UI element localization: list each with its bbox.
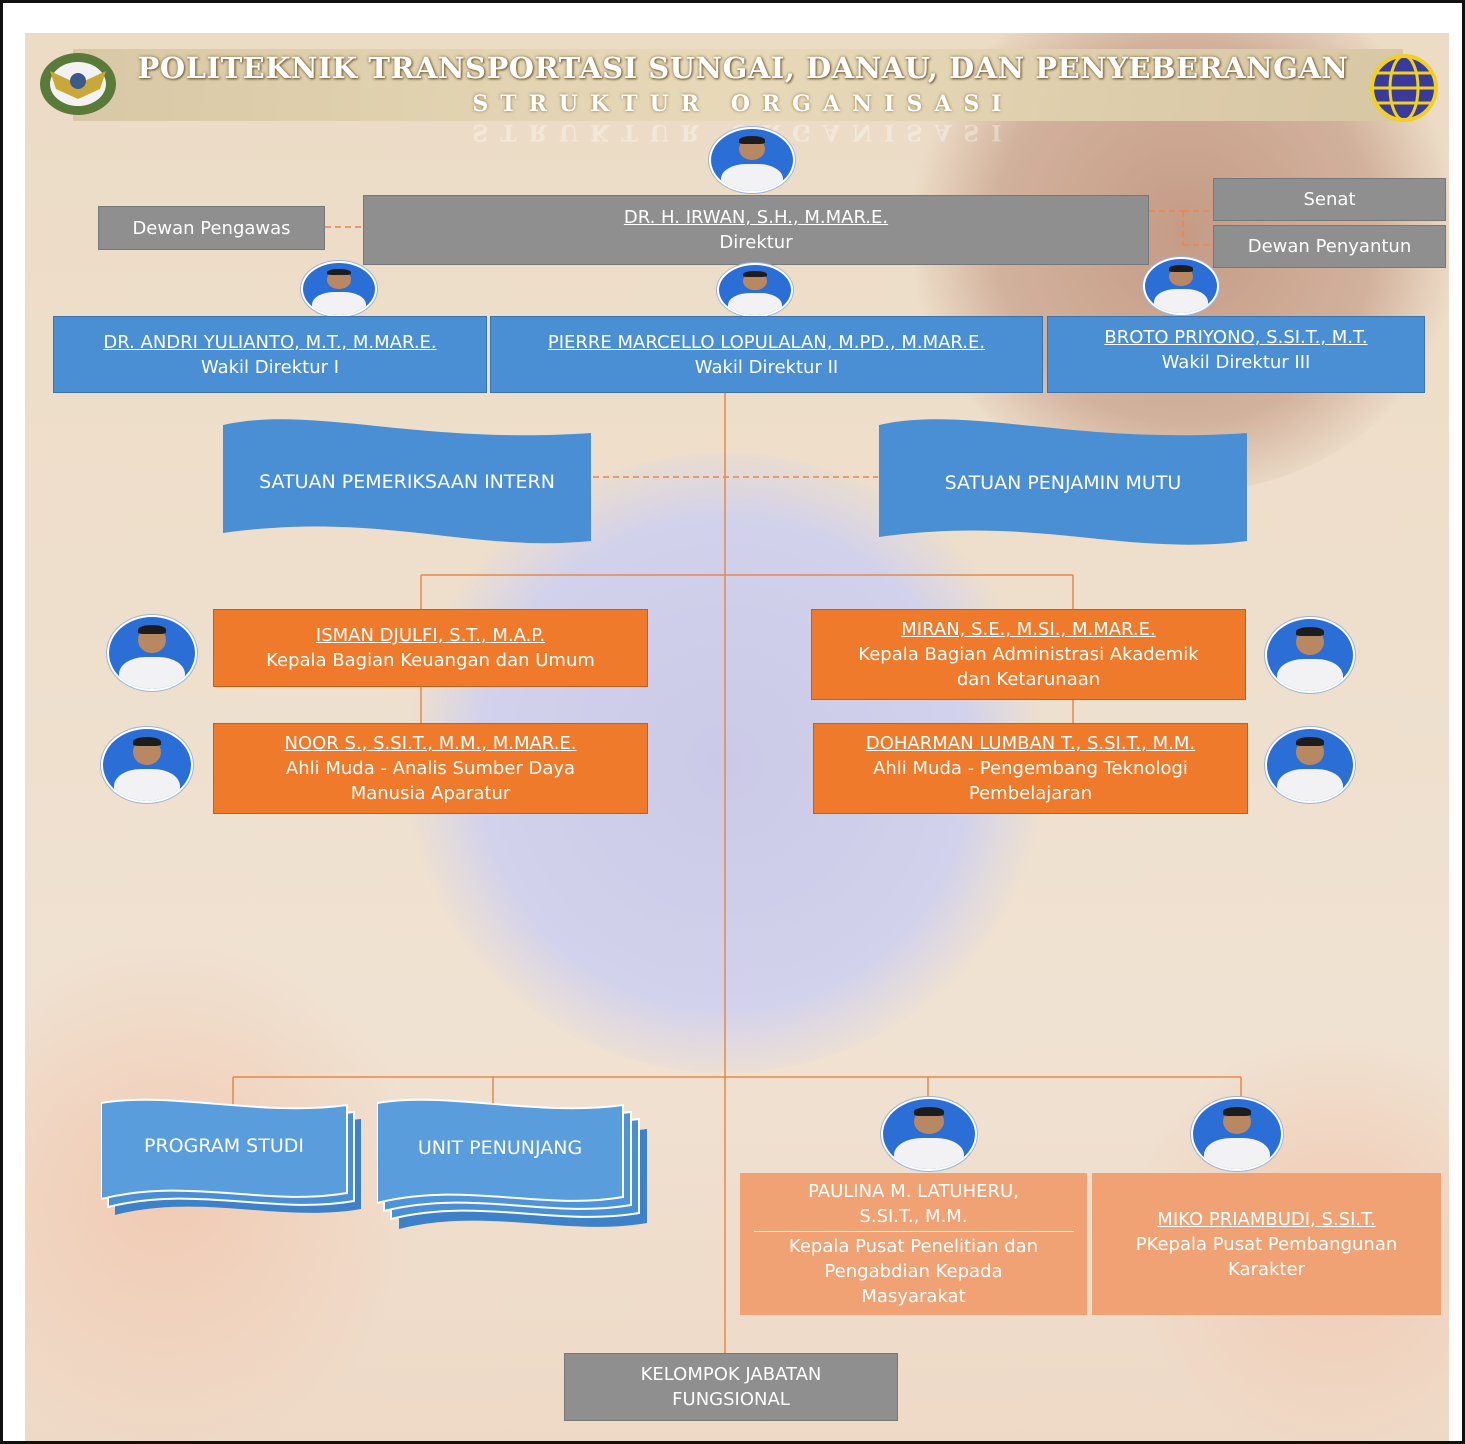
head-2-name: MIRAN, S.E., M.SI., M.MAR.E. bbox=[901, 619, 1156, 640]
dewan-pengawas-label: Dewan Pengawas bbox=[132, 217, 291, 239]
head-2-role-line1: Kepala Bagian Administrasi Akademik bbox=[858, 644, 1199, 665]
vice-director-1-name: DR. ANDRI YULIANTO, M.T., M.MAR.E. bbox=[103, 331, 437, 353]
center-1-role-line2: Pengabdian Kepada bbox=[824, 1261, 1003, 1282]
director-box: DR. H. IRWAN, S.H., M.MAR.E. Direktur bbox=[363, 195, 1149, 265]
director-photo bbox=[711, 129, 793, 191]
head-1-photo bbox=[109, 617, 195, 689]
vice-director-3-role: Wakil Direktur III bbox=[1161, 352, 1311, 373]
center-2-photo bbox=[1193, 1099, 1281, 1169]
head-3-photo bbox=[103, 729, 191, 801]
spm-banner bbox=[879, 419, 1247, 545]
center-1-name-line1: PAULINA M. LATUHERU, bbox=[808, 1181, 1019, 1202]
head-4-role-line1: Ahli Muda - Pengembang Teknologi bbox=[873, 758, 1188, 779]
head-1-box: ISMAN DJULFI, S.T., M.A.P. Kepala Bagian… bbox=[213, 609, 648, 687]
director-role: Direktur bbox=[719, 232, 793, 253]
center-1-box: PAULINA M. LATUHERU, S.SI.T., M.M. Kepal… bbox=[740, 1173, 1087, 1315]
head-3-box: NOOR S., S.SI.T., M.M., M.MAR.E. Ahli Mu… bbox=[213, 723, 648, 814]
center-2-role-line1: PKepala Pusat Pembangunan bbox=[1135, 1233, 1398, 1255]
vice-director-3-box: BROTO PRIYONO, S.SI.T., M.T. Wakil Direk… bbox=[1047, 316, 1425, 393]
head-3-role-line1: Ahli Muda - Analis Sumber Daya bbox=[285, 758, 576, 779]
vice-director-3-photo bbox=[1145, 259, 1217, 313]
program-studi-banner bbox=[101, 1098, 361, 1215]
dewan-penyantun-label: Dewan Penyantun bbox=[1247, 236, 1412, 257]
head-3-role-line2: Manusia Aparatur bbox=[350, 783, 511, 804]
senat-box: Senat bbox=[1213, 178, 1446, 221]
head-1-role: Kepala Bagian Keuangan dan Umum bbox=[266, 650, 595, 671]
head-4-name: DOHARMAN LUMBAN T., S.SI.T., M.M. bbox=[865, 733, 1196, 754]
head-4-role-line2: Pembelajaran bbox=[968, 783, 1093, 804]
spi-banner bbox=[223, 419, 591, 544]
center-2-box: MIKO PRIAMBUDI, S.SI.T. PKepala Pusat Pe… bbox=[1092, 1173, 1441, 1315]
center-2-role-line2: Karakter bbox=[1228, 1258, 1305, 1280]
kelompok-jabatan-line1: KELOMPOK JABATAN bbox=[640, 1364, 822, 1385]
center-1-role-line3: Masyarakat bbox=[861, 1286, 966, 1307]
header-banner bbox=[73, 49, 1403, 121]
dewan-pengawas-box: Dewan Pengawas bbox=[98, 206, 325, 250]
head-2-box: MIRAN, S.E., M.SI., M.MAR.E. Kepala Bagi… bbox=[811, 609, 1246, 700]
spi-label: SATUAN PEMERIKSAAN INTERN bbox=[259, 471, 555, 493]
center-2-name: MIKO PRIAMBUDI, S.SI.T. bbox=[1157, 1208, 1376, 1230]
vice-director-1-role: Wakil Direktur I bbox=[200, 356, 340, 378]
head-4-photo bbox=[1267, 729, 1353, 801]
vice-director-1-photo bbox=[303, 263, 375, 315]
page-title: POLITEKNIK TRANSPORTASI SUNGAI, DANAU, D… bbox=[137, 51, 1349, 85]
director-name: DR. H. IRWAN, S.H., M.MAR.E. bbox=[623, 207, 889, 228]
spm-label: SATUAN PENJAMIN MUTU bbox=[944, 472, 1182, 494]
program-studi-label: PROGRAM STUDI bbox=[143, 1135, 304, 1157]
globe-transport-icon bbox=[1370, 54, 1438, 122]
kelompok-jabatan-box: KELOMPOK JABATAN FUNGSIONAL bbox=[564, 1353, 898, 1421]
head-1-name: ISMAN DJULFI, S.T., M.A.P. bbox=[315, 625, 546, 646]
vice-director-2-box: PIERRE MARCELLO LOPULALAN, M.PD., M.MAR.… bbox=[490, 316, 1043, 393]
center-1-name-line2: S.SI.T., M.M. bbox=[859, 1206, 968, 1227]
poltek-crest-icon bbox=[40, 53, 116, 115]
vice-director-1-box: DR. ANDRI YULIANTO, M.T., M.MAR.E. Wakil… bbox=[53, 316, 487, 393]
kelompok-jabatan-line2: FUNGSIONAL bbox=[672, 1389, 790, 1410]
vice-director-3-name: BROTO PRIYONO, S.SI.T., M.T. bbox=[1104, 327, 1368, 348]
unit-penunjang-label: UNIT PENUNJANG bbox=[417, 1137, 583, 1159]
vice-director-2-name: PIERRE MARCELLO LOPULALAN, M.PD., M.MAR.… bbox=[547, 331, 986, 353]
page-subtitle: STRUKTUR ORGANISASI bbox=[472, 91, 1014, 117]
head-4-box: DOHARMAN LUMBAN T., S.SI.T., M.M. Ahli M… bbox=[813, 723, 1248, 814]
center-1-divider bbox=[753, 1231, 1074, 1232]
unit-penunjang-banner bbox=[377, 1098, 647, 1229]
senat-label: Senat bbox=[1303, 189, 1356, 210]
center-1-photo bbox=[883, 1099, 975, 1169]
head-2-photo bbox=[1267, 619, 1353, 691]
head-3-name: NOOR S., S.SI.T., M.M., M.MAR.E. bbox=[284, 733, 577, 754]
center-1-role-line1: Kepala Pusat Penelitian dan bbox=[788, 1236, 1039, 1257]
vice-director-2-photo bbox=[719, 265, 791, 315]
dewan-penyantun-box: Dewan Penyantun bbox=[1213, 225, 1446, 268]
vice-director-2-role: Wakil Direktur II bbox=[694, 356, 839, 378]
head-2-role-line2: dan Ketarunaan bbox=[956, 669, 1101, 690]
